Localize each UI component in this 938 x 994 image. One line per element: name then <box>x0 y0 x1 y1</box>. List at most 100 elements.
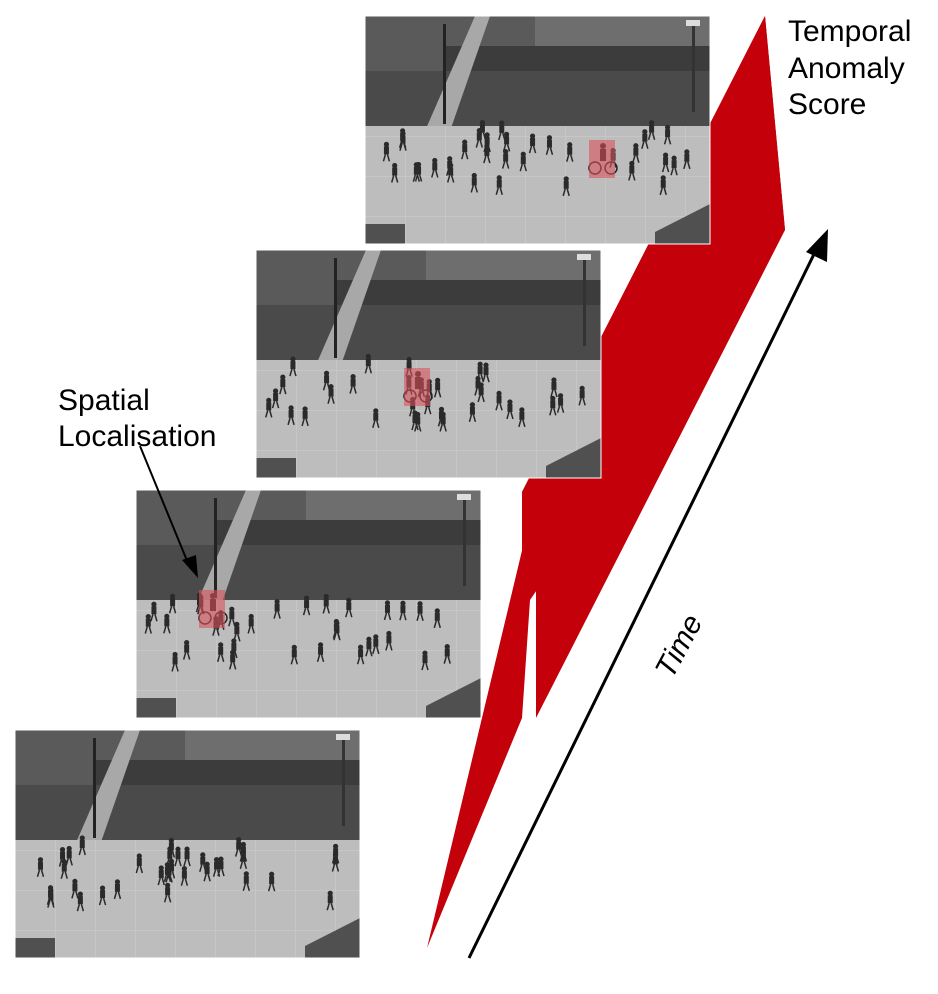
pedestrian <box>182 639 191 660</box>
pedestrian <box>157 865 165 886</box>
pedestrian <box>65 845 73 866</box>
pedestrian <box>439 411 447 432</box>
pedestrian <box>322 593 330 614</box>
pedestrian <box>468 402 477 422</box>
pedestrian <box>416 601 424 621</box>
pedestrian <box>234 836 243 857</box>
pedestrian <box>273 598 281 619</box>
pedestrian <box>290 644 299 665</box>
pedestrian <box>383 600 392 621</box>
spatial-label-line-1: Spatial <box>58 384 150 417</box>
pedestrian <box>144 613 152 634</box>
pedestrian <box>271 388 280 409</box>
pedestrian <box>356 644 365 665</box>
pedestrian <box>390 162 399 183</box>
pedestrian <box>163 882 172 903</box>
time-arrow <box>467 245 820 959</box>
pedestrian <box>326 890 334 911</box>
frame-2 <box>135 489 482 719</box>
pedestrian <box>556 393 565 413</box>
pedestrian <box>301 406 309 427</box>
pedestrian <box>228 649 237 670</box>
pedestrian <box>683 149 691 170</box>
pedestrian <box>461 139 469 160</box>
pedestrian <box>174 846 182 867</box>
pedestrian <box>331 851 340 872</box>
frame-1 <box>14 729 361 959</box>
pedestrian <box>562 176 570 197</box>
temporal-label-line-3: Score <box>788 88 866 121</box>
frame-4 <box>364 15 711 245</box>
pedestrian <box>217 856 225 877</box>
pedestrian <box>399 131 407 151</box>
pedestrian <box>279 374 287 395</box>
pedestrian <box>550 377 558 398</box>
pedestrian <box>470 172 478 193</box>
pedestrian <box>228 606 236 627</box>
pointer-arrow-head-icon <box>182 555 198 578</box>
pedestrian <box>233 621 241 642</box>
pedestrian <box>333 620 341 641</box>
pedestrian <box>316 642 325 663</box>
pedestrian <box>482 362 490 383</box>
temporal-label-line-1: Temporal <box>788 15 911 48</box>
pedestrian <box>167 837 176 858</box>
pedestrian <box>483 132 491 153</box>
pedestrian <box>433 377 442 398</box>
pedestrian <box>385 630 393 651</box>
pedestrian <box>545 135 554 155</box>
pedestrian <box>528 133 537 154</box>
spatial-label-line-2: Localisation <box>58 420 216 453</box>
pedestrian <box>47 887 55 908</box>
pedestrian <box>506 399 514 420</box>
pedestrian <box>345 597 353 618</box>
pedestrian <box>242 871 251 892</box>
pedestrian <box>661 152 670 173</box>
pedestrian <box>372 408 380 429</box>
pedestrian <box>549 395 557 416</box>
pedestrian <box>135 853 144 874</box>
pedestrian <box>167 858 176 879</box>
pedestrian <box>216 642 225 663</box>
pedestrian <box>349 373 357 394</box>
pedestrian <box>36 857 45 877</box>
anomaly-localisation-box <box>404 368 430 406</box>
pedestrian <box>495 175 503 195</box>
pedestrian <box>431 157 439 178</box>
pedestrian <box>98 885 107 906</box>
pedestrian <box>71 878 79 899</box>
pedestrian <box>168 593 177 614</box>
pedestrian <box>475 127 484 148</box>
pedestrian <box>519 151 527 172</box>
pedestrian <box>364 353 373 374</box>
pedestrian <box>399 600 407 621</box>
pedestrian <box>150 601 158 622</box>
frame-3 <box>255 249 602 479</box>
spatial-localisation-pointer <box>139 445 191 569</box>
pedestrian <box>267 871 276 892</box>
anomaly-localisation-box <box>589 140 615 178</box>
pedestrian <box>566 142 574 162</box>
pedestrian <box>287 405 295 426</box>
pedestrian <box>578 385 586 406</box>
anomaly-localisation-box <box>199 590 225 628</box>
pedestrian <box>163 613 171 634</box>
pedestrian <box>171 651 179 672</box>
time-label: Time <box>649 609 709 683</box>
pedestrian <box>183 846 191 867</box>
time-arrow-head-icon <box>806 229 828 262</box>
pedestrian <box>663 124 672 145</box>
pedestrian <box>247 613 255 634</box>
pedestrian <box>433 608 442 629</box>
pedestrian <box>60 859 68 879</box>
pedestrian <box>382 141 391 162</box>
pedestrian <box>365 636 373 657</box>
pedestrian <box>421 650 429 671</box>
pedestrian <box>78 835 86 856</box>
pedestrian <box>502 131 511 152</box>
pedestrian <box>289 356 297 377</box>
pedestrian <box>443 644 451 664</box>
pedestrian <box>414 411 422 432</box>
pedestrian <box>113 879 122 900</box>
